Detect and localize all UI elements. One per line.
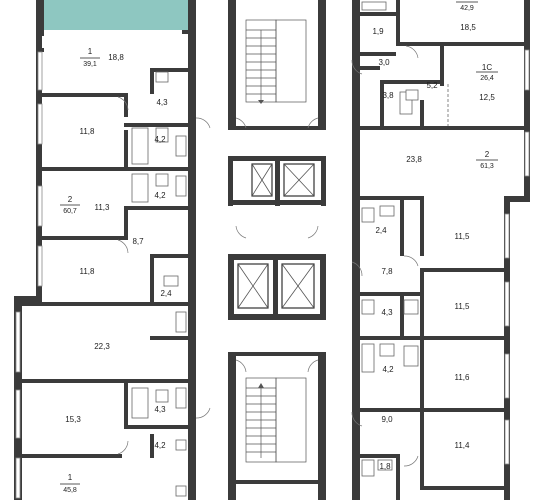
central-core <box>228 0 326 500</box>
apartment-label-a5[interactable]: 1С 26,4 <box>476 63 498 82</box>
room-area: 11,8 <box>80 127 96 136</box>
room-area: 23,8 <box>406 155 422 164</box>
room-area: 11,6 <box>455 373 471 382</box>
apartment-area: 45,8 <box>63 487 77 494</box>
room-area: 5,2 <box>426 81 438 90</box>
apartment-number: 2 <box>68 195 73 204</box>
left-wing-walls <box>14 0 196 500</box>
right-wing-walls <box>352 0 530 500</box>
room-area: 15,3 <box>65 415 81 424</box>
room-area: 22,3 <box>94 342 110 351</box>
room-area: 12,5 <box>479 93 495 102</box>
room-area: 4,2 <box>382 365 394 374</box>
apartment-label-a6[interactable]: 2 61,3 <box>476 150 498 170</box>
room-area: 18,5 <box>460 23 476 32</box>
sanitary-fixtures <box>131 1 419 497</box>
room-area: 3,0 <box>378 58 390 67</box>
apartment-area: 39,1 <box>83 61 97 68</box>
room-area: 2,4 <box>375 226 387 235</box>
door-swings <box>117 45 419 467</box>
room-area: 11,3 <box>95 203 111 212</box>
room-area: 18,8 <box>108 53 124 62</box>
room-area: 4,2 <box>154 135 166 144</box>
apartment-number: 1 <box>68 473 73 482</box>
room-area: 4,3 <box>381 308 393 317</box>
room-area: 4,2 <box>154 191 166 200</box>
room-area: 4,3 <box>156 98 168 107</box>
apartment-label-a4[interactable]: 42,9 <box>456 1 478 12</box>
room-area: 4,3 <box>154 405 166 414</box>
apartment-label-a3[interactable]: 1 45,8 <box>60 473 80 494</box>
apartment-number: 2 <box>485 150 490 159</box>
apartment-area: 60,7 <box>63 208 77 215</box>
room-area: 8,7 <box>132 237 144 246</box>
apartment-number: 1С <box>482 63 492 72</box>
apartment-area: 42,9 <box>460 5 474 12</box>
room-area: 7,8 <box>381 267 393 276</box>
room-area: 11,5 <box>455 232 471 241</box>
room-area: 4,2 <box>154 441 166 450</box>
apartment-label-a2[interactable]: 2 60,7 <box>60 195 80 215</box>
room-area: 3,8 <box>382 91 394 100</box>
room-area: 9,0 <box>381 415 393 424</box>
room-area: 2,4 <box>160 289 172 298</box>
apartment-area: 61,3 <box>480 163 494 170</box>
room-area: 11,4 <box>455 441 471 450</box>
apartment-area: 26,4 <box>480 75 494 82</box>
room-area: 11,5 <box>455 302 471 311</box>
room-area: 1,8 <box>379 462 391 471</box>
room-area: 11,8 <box>80 267 96 276</box>
room-labels: 18,8 4,3 11,8 4,2 4,2 11,3 8,7 11,8 2,4 … <box>65 23 495 471</box>
apartment-label-a1[interactable]: 1 39,1 <box>80 47 100 68</box>
selected-apartment-highlight[interactable] <box>44 0 188 30</box>
apartment-number: 1 <box>88 47 93 56</box>
room-area: 1,9 <box>372 27 384 36</box>
